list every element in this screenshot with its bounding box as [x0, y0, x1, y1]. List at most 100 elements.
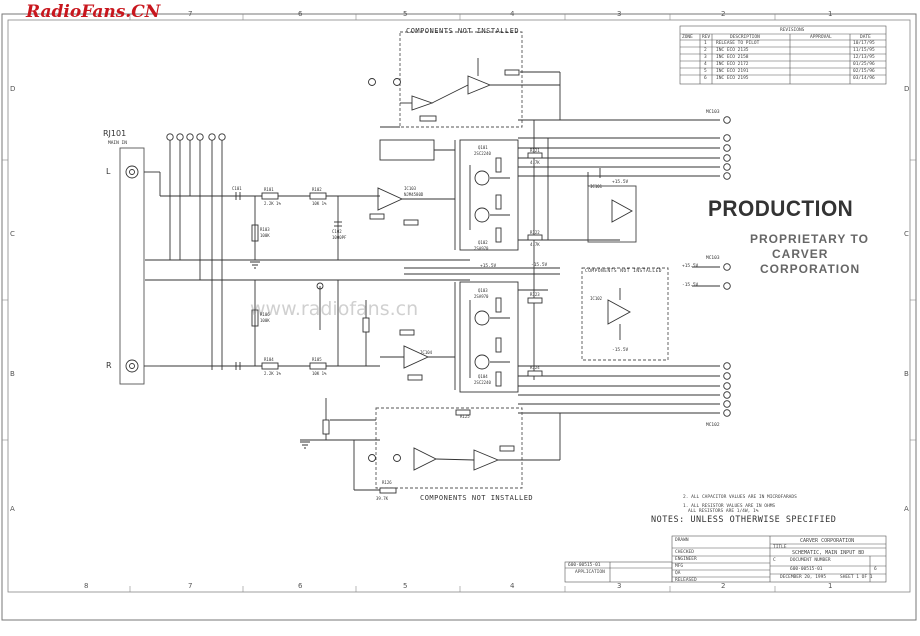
rev-header-zone: ZONE — [682, 35, 693, 40]
zone-col: 1 — [828, 10, 833, 18]
ref-label: Q101 — [478, 145, 488, 150]
rev-row-date: 11/15/95 — [853, 48, 875, 53]
rev-header-date: DATE — [860, 35, 871, 40]
value-label: 2SC2240 — [474, 151, 491, 156]
rev-row-rev: 2 — [704, 48, 707, 53]
rev-row-rev: 5 — [704, 69, 707, 74]
rev-row-rev: 3 — [704, 55, 707, 60]
proprietary-stamp-line2: CARVER — [772, 247, 829, 261]
rev-row-desc: INC ECO 2195 — [716, 76, 749, 81]
value-label: 2SA970 — [474, 246, 489, 251]
zone-row: D — [904, 85, 910, 93]
ref-label: IC102 — [590, 296, 603, 301]
title-label: TITLE — [773, 545, 787, 550]
zone-row: B — [904, 370, 909, 378]
ref-label: R106 — [260, 312, 270, 317]
rev-row-rev: 4 — [704, 62, 707, 67]
ref-label: R123 — [530, 292, 540, 297]
value-label: 100K — [260, 318, 270, 323]
ref-label: R125 — [460, 414, 470, 419]
zone-col: 1 — [828, 582, 833, 590]
value-label: 10K 1% — [312, 371, 327, 376]
rev-header-approval: APPROVAL — [810, 35, 832, 40]
zone-row: C — [904, 230, 909, 238]
title-date: DECEMBER 20, 1995 — [780, 575, 827, 580]
rev-row-date: 01/25/96 — [853, 62, 875, 67]
title-company: CARVER CORPORATION — [800, 538, 855, 544]
zone-row: A — [904, 505, 909, 513]
zone-row: B — [10, 370, 15, 378]
notes-title: NOTES: UNLESS OTHERWISE SPECIFIED — [651, 515, 837, 525]
ref-label: IC101 — [590, 184, 603, 189]
rev-header-rev: REV — [702, 35, 711, 40]
channel-right-label: R — [106, 361, 112, 370]
radiofans-url-watermark: www.radiofans.cn — [250, 298, 419, 320]
value-label: 4.7K — [530, 160, 540, 165]
value-label: 2.2K 1% — [264, 371, 281, 376]
zone-col: 7 — [188, 10, 193, 18]
approval-engineer: ENGINEER — [675, 557, 697, 562]
value-label: 39.7K — [376, 496, 389, 501]
approval-qa: QA — [675, 571, 681, 576]
zone-col: 6 — [298, 10, 303, 18]
zone-col: 6 — [298, 582, 303, 590]
approval-checked: CHECKED — [675, 550, 694, 555]
approval-mfg: MFG — [675, 564, 684, 569]
title-rev: 6 — [874, 567, 877, 572]
output-n15-label: -15.5V — [682, 283, 699, 288]
value-label: 2SC2240 — [474, 380, 491, 385]
rev-row-date: 10/17/95 — [853, 41, 875, 46]
ref-label: C102 — [332, 229, 342, 234]
value-label: NJM4580D — [404, 192, 424, 197]
note-1a: 1. ALL RESISTOR VALUES ARE IN OHMS — [683, 504, 776, 509]
ref-label: Q103 — [478, 288, 488, 293]
ref-label: IC104 — [420, 350, 433, 355]
zone-col: 5 — [403, 582, 408, 590]
zone-col: 5 — [403, 10, 408, 18]
radiofans-logo: RadioFans.CN — [26, 2, 161, 22]
ref-label: R104 — [264, 357, 274, 362]
zone-row: C — [10, 230, 15, 238]
rev-row-desc: INC ECO 2172 — [716, 62, 749, 67]
proprietary-stamp-line1: PROPRIETARY TO — [750, 232, 869, 246]
rev-row-date: 12/13/95 — [853, 55, 875, 60]
production-stamp: PRODUCTION — [708, 196, 854, 221]
title-doc-no: 600-00515-01 — [790, 567, 823, 572]
note-2: 2. ALL CAPACITOR VALUES ARE IN MICROFARA… — [683, 495, 797, 500]
value-label: 100K — [260, 233, 270, 238]
rail-pos2-label: +15.5V — [612, 180, 629, 185]
rev-row-rev: 1 — [704, 41, 707, 46]
rail-pos-label: +15.5V — [480, 264, 497, 269]
approval-released: RELEASED — [675, 578, 697, 583]
connector-sub: MAIN IN — [108, 141, 127, 146]
application-label: APPLICATION — [575, 570, 605, 575]
rail-neg-label: -15.5V — [531, 263, 548, 268]
title-size: C — [773, 558, 776, 563]
title-text: SCHEMATIC, MAIN INPUT BD — [792, 550, 865, 556]
ref-label: Q102 — [478, 240, 488, 245]
rev-row-date: 02/15/96 — [853, 69, 875, 74]
value-label: 2.2K 1% — [264, 201, 281, 206]
top-not-installed-label: COMPONENTS NOT INSTALLED — [406, 27, 520, 35]
title-sheet: SHEET 1 OF 1 — [840, 575, 873, 580]
value-label: 2SA970 — [474, 294, 489, 299]
ref-label: R102 — [312, 187, 322, 192]
zone-col: 4 — [510, 582, 515, 590]
ref-label: C101 — [232, 186, 242, 191]
ref-label: R122 — [530, 230, 540, 235]
revisions-title: REVISIONS — [780, 28, 805, 33]
bottom-not-installed-label: COMPONENTS NOT INSTALLED — [420, 494, 534, 502]
zone-col: 3 — [617, 582, 622, 590]
rev-row-rev: 6 — [704, 76, 707, 81]
ref-label: R124 — [530, 365, 540, 370]
side-not-installed-label: COMPONENTS NOT INSTALLED — [585, 269, 663, 274]
rev-row-desc: INC ECO 2135 — [716, 48, 749, 53]
zone-col: 2 — [721, 582, 726, 590]
next-assy: 600-00515-01 — [568, 563, 601, 568]
value-label: 10K 1% — [312, 201, 327, 206]
zone-col: 7 — [188, 582, 193, 590]
title-doc-label: DOCUMENT NUMBER — [790, 558, 831, 563]
zone-row: D — [10, 85, 16, 93]
